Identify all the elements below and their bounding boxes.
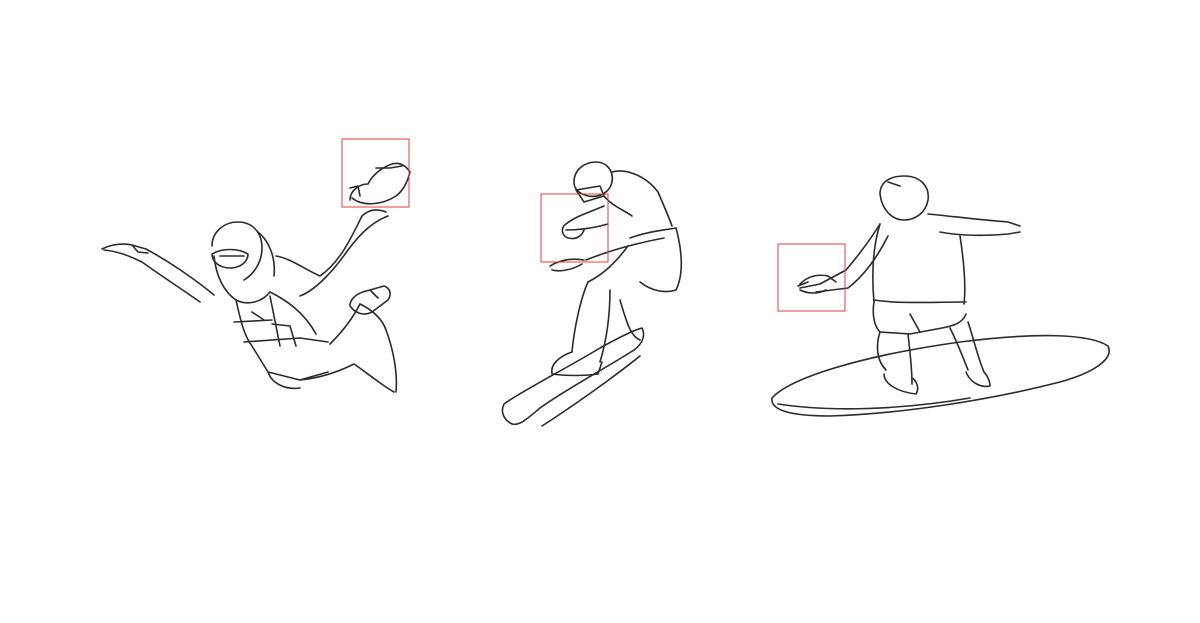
skydiver-figure <box>101 162 411 393</box>
snowboarder-figure <box>501 161 683 427</box>
surfer-hand-highlight-box <box>777 243 846 312</box>
surfer-figure <box>771 175 1110 417</box>
skydiver-hand-highlight-box <box>341 138 410 208</box>
snowboarder-hand-highlight-box <box>540 193 609 263</box>
